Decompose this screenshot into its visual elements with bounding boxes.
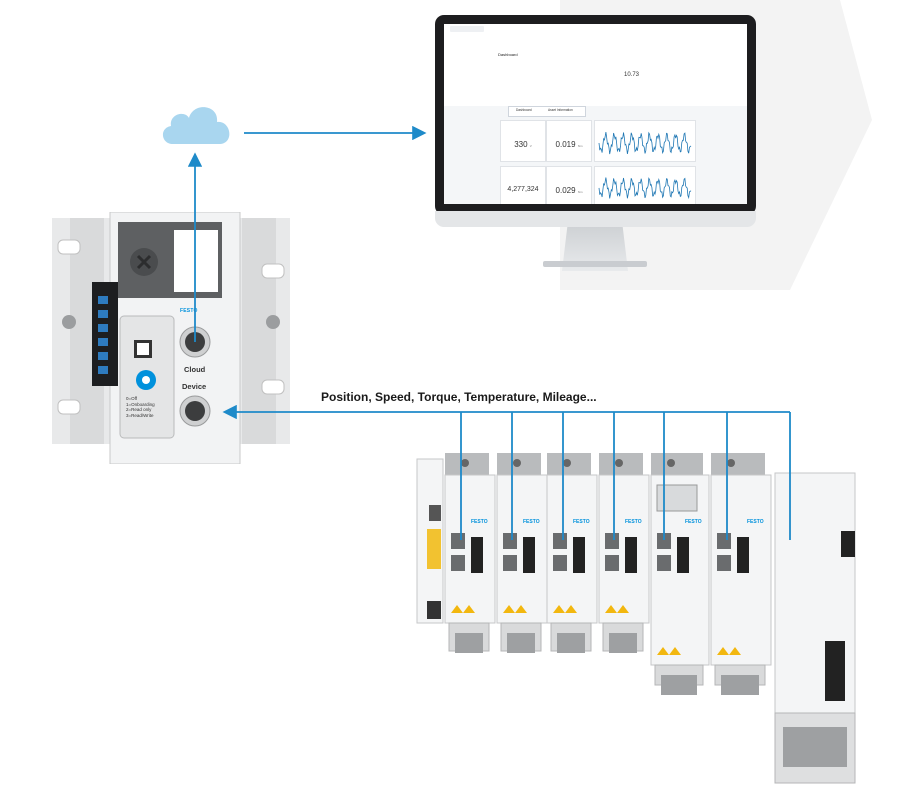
tab-dashboard[interactable]: Dashboard bbox=[516, 108, 532, 112]
brand-logo: FESTO bbox=[625, 519, 642, 525]
cloud-port-label: Cloud bbox=[184, 365, 206, 374]
signal-chart bbox=[598, 177, 692, 200]
monitor-bezel: Dashboard 10.73 Dashboard Asset Informat… bbox=[435, 15, 756, 215]
dashboard-header-value: 10.73 bbox=[624, 72, 640, 78]
card-value: 4,277,324 bbox=[507, 186, 539, 193]
card-value: 0.019 bbox=[555, 140, 576, 149]
dashboard-tabs[interactable] bbox=[508, 106, 586, 117]
dashboard-header bbox=[444, 34, 747, 106]
dashboard-screen: Dashboard 10.73 Dashboard Asset Informat… bbox=[444, 24, 747, 204]
signal-trace bbox=[598, 177, 692, 200]
drive-top-bracket bbox=[711, 453, 765, 477]
card-torque: 0.019 Nm bbox=[546, 120, 592, 162]
signal-trace bbox=[598, 131, 692, 155]
switch-legend: 0=Off 1=Onboarding 2=Read only 3=Read/Wr… bbox=[126, 396, 155, 418]
card-value: 330 bbox=[514, 140, 528, 149]
card-value: 0.029 bbox=[555, 186, 576, 195]
card-mileage: 4,277,324 bbox=[500, 166, 546, 204]
dashboard-title: Dashboard bbox=[498, 52, 518, 57]
cloud-gateway-device: FESTO Cloud Device 0=Off 1=Onboarding 2=… bbox=[52, 211, 290, 465]
device-port-label: Device bbox=[182, 382, 207, 391]
brand-logo: FESTO bbox=[523, 519, 540, 525]
brand-logo: FESTO bbox=[685, 519, 702, 525]
servo-drive-rack: FESTO FESTO FESTO FESTO FESTO FESTO bbox=[415, 445, 875, 790]
monitor-foot bbox=[543, 261, 647, 267]
brand-logo: FESTO bbox=[747, 519, 764, 525]
chart-card-1 bbox=[594, 120, 696, 162]
tab-asset-information[interactable]: Asset Information bbox=[548, 108, 573, 112]
drive-top-bracket bbox=[651, 453, 703, 477]
brand-logo: FESTO bbox=[573, 519, 590, 525]
data-flow-label: Position, Speed, Torque, Temperature, Mi… bbox=[321, 390, 597, 404]
card-torque-2: 0.029 Nm bbox=[546, 166, 592, 204]
monitor-chin bbox=[435, 211, 756, 227]
card-dc-link-voltage: 330 V bbox=[500, 120, 546, 162]
desktop-monitor: Dashboard 10.73 Dashboard Asset Informat… bbox=[435, 15, 756, 271]
brand-logo: FESTO bbox=[471, 519, 488, 525]
brand-logo: FESTO bbox=[180, 308, 198, 314]
cloud-icon bbox=[162, 107, 230, 144]
signal-chart bbox=[598, 131, 692, 155]
chart-card-2 bbox=[594, 166, 696, 204]
